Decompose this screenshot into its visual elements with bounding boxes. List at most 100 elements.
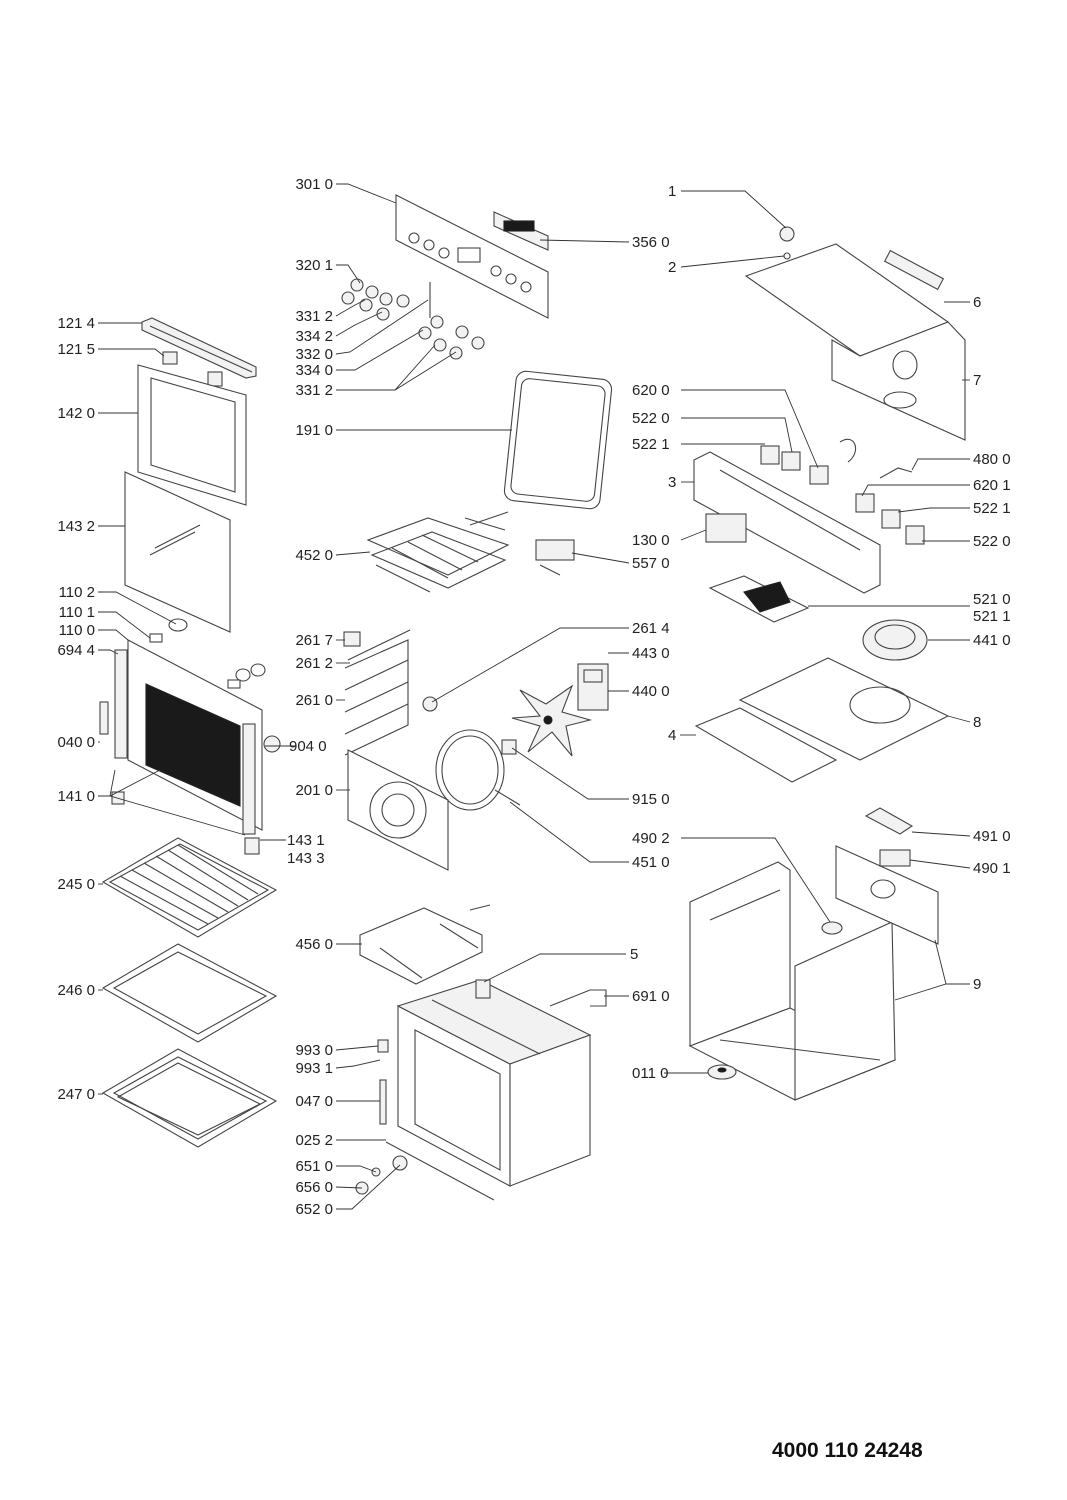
label-301-0: 301 0 [295,176,333,193]
spacer-915-0 [501,739,517,755]
inner-glass-143-2 [124,471,231,633]
fan-motor-441-0 [862,619,928,661]
label-143-1: 143 1 [287,832,325,849]
label-522-0-b: 522 0 [973,533,1011,550]
fan-blade-443-0 [511,684,593,757]
shelf-guide-left-261 [343,629,411,756]
label-143-3: 143 3 [287,850,325,867]
label-261-0: 261 0 [295,692,333,709]
part-labels: 301 0 356 0 320 1 331 2 334 2 332 0 334 … [57,176,1010,1218]
label-452-0: 452 0 [295,547,333,564]
door-top-profile-121-4 [141,317,257,379]
label-011-0: 011 0 [632,1065,668,1082]
electronic-board-521 [708,575,810,623]
oven-door-assembly [99,639,281,855]
oven-cavity [396,979,592,1187]
label-261-7: 261 7 [295,632,333,649]
label-130-0: 130 0 [632,532,670,549]
display-module-356-0 [493,211,549,251]
cavity-fixings [353,1039,495,1201]
label-4: 4 [668,727,676,744]
rear-panel-9 [835,845,939,945]
label-040-0: 040 0 [57,734,95,751]
circular-heater-451-0 [435,729,521,811]
label-521-1: 521 1 [973,608,1011,625]
document-number: 4000 110 24248 [772,1439,923,1462]
label-261-4: 261 4 [632,620,670,637]
foot-490-2 [821,921,843,935]
lamp-socket-904-0 [422,696,438,712]
cover-490-1 [879,849,911,867]
door-rubber-bumpers-110 [149,618,266,689]
switches-620-522 [760,445,925,545]
label-6: 6 [973,294,981,311]
foot-011-0 [707,1064,737,1080]
baking-tray-246-0 [101,943,278,1043]
thermostat-557-0 [535,539,575,576]
label-261-2: 261 2 [295,655,333,672]
label-245-0: 245 0 [57,876,95,893]
label-490-1: 490 1 [973,860,1011,877]
label-441-0: 441 0 [973,632,1011,649]
label-7: 7 [973,372,981,389]
label-557-0: 557 0 [632,555,670,572]
label-620-1: 620 1 [973,477,1011,494]
label-141-0: 141 0 [57,788,95,805]
base-plate-8 [694,657,950,783]
label-620-0: 620 0 [632,382,670,399]
label-490-2: 490 2 [632,830,670,847]
thermal-fuse-691-0 [549,989,607,1007]
label-8: 8 [973,714,981,731]
fan-cover-201-0 [347,749,449,871]
label-443-0: 443 0 [632,645,670,662]
label-247-0: 247 0 [57,1086,95,1103]
label-915-0: 915 0 [632,791,670,808]
label-522-1-a: 522 1 [632,436,670,453]
label-652-0: 652 0 [295,1201,333,1218]
label-993-0: 993 0 [295,1042,333,1059]
outer-glass-frame-142-0 [137,364,247,506]
label-993-1: 993 1 [295,1060,333,1077]
label-440-0: 440 0 [632,683,670,700]
label-331-2-a: 331 2 [295,308,333,325]
control-panel-301-0 [395,194,549,319]
label-047-0: 047 0 [295,1093,333,1110]
label-025-2: 025 2 [295,1132,333,1149]
label-334-2: 334 2 [295,328,333,345]
outer-casing-9 [688,861,897,1101]
door-seal-191-0 [503,370,613,510]
label-521-0: 521 0 [973,591,1011,608]
label-320-1: 320 1 [295,257,333,274]
control-bracket-3 [693,451,881,594]
label-3: 3 [668,474,676,491]
label-491-0: 491 0 [973,828,1011,845]
label-191-0: 191 0 [295,422,333,439]
label-121-5: 121 5 [57,341,95,358]
label-522-0-a: 522 0 [632,410,670,427]
bottom-heater-456-0 [359,904,491,985]
top-cover-6-7 [744,243,966,441]
label-1: 1 [668,183,676,200]
label-522-1-b: 522 1 [973,500,1011,517]
label-480-0: 480 0 [973,451,1011,468]
control-knobs [341,278,485,360]
label-9: 9 [973,976,981,993]
deep-tray-247-0 [101,1048,278,1148]
label-246-0: 246 0 [57,982,95,999]
label-334-0: 334 0 [295,362,333,379]
label-656-0: 656 0 [295,1179,333,1196]
wiring-harness-480-0 [839,438,913,479]
leader-lines [98,183,971,1210]
label-456-0: 456 0 [295,936,333,953]
label-904-0: 904 0 [289,738,327,755]
label-694-4: 694 4 [57,642,95,659]
label-201-0: 201 0 [295,782,333,799]
timer-130-0 [705,513,747,543]
terminal-block-491-0 [864,807,914,835]
label-356-0: 356 0 [632,234,670,251]
grill-heater-452-0 [366,511,510,593]
label-110-0: 110 0 [59,622,95,639]
label-691-0: 691 0 [632,988,670,1005]
label-332-0: 332 0 [295,346,333,363]
